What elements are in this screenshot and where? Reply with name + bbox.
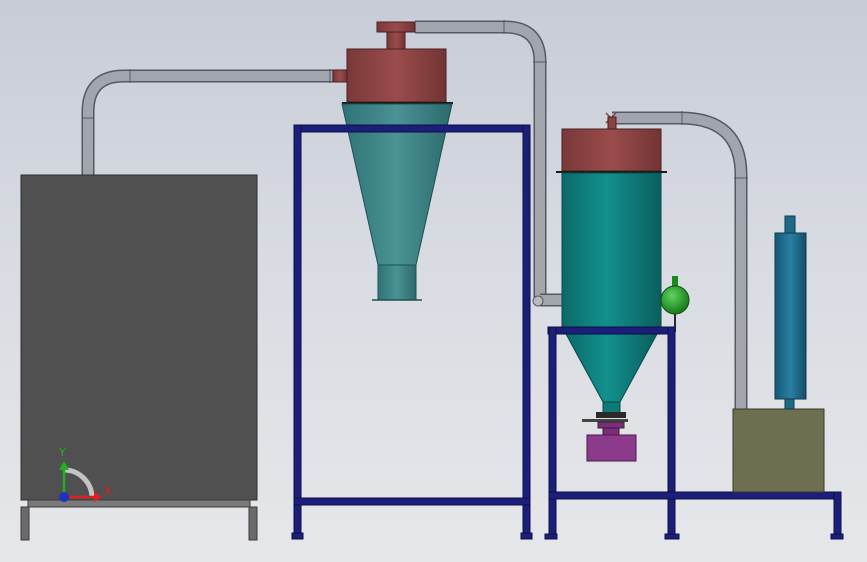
pipe-network xyxy=(81,20,748,410)
hopper-leg-left xyxy=(20,506,30,541)
bag-filter[interactable] xyxy=(556,116,667,415)
hopper-leg-right xyxy=(248,506,258,541)
cyclone-inlet-stub xyxy=(332,69,348,83)
filter-cone xyxy=(565,333,658,403)
silencer-body xyxy=(774,232,807,400)
cyclone-outlet-cap xyxy=(376,21,416,33)
filter-support-frame xyxy=(544,326,844,540)
cyclone-outlet-neck xyxy=(386,31,406,50)
cyclone-lid xyxy=(346,48,447,103)
coordinate-triad-icon: X Y xyxy=(58,446,112,502)
cyclone-support-frame xyxy=(291,124,533,540)
hopper-body xyxy=(20,174,258,501)
ball-valve-icon[interactable] xyxy=(660,276,690,332)
rotary-valve[interactable] xyxy=(582,412,637,462)
silencer-stem xyxy=(784,398,795,410)
axis-label-x: X xyxy=(104,485,112,498)
discharge-box xyxy=(586,434,637,462)
filter-outlet-stub xyxy=(607,116,617,130)
fan-base xyxy=(732,408,825,493)
storage-hopper[interactable] xyxy=(20,174,258,541)
hopper-base-plate xyxy=(27,499,251,508)
silencer-top-stub xyxy=(784,215,796,234)
cyclone-separator[interactable] xyxy=(332,21,453,301)
axis-label-y: Y xyxy=(58,446,66,459)
cyclone-dip-tube xyxy=(377,264,417,301)
filter-body xyxy=(561,172,662,328)
exhaust-fan[interactable] xyxy=(732,215,825,493)
filter-lid xyxy=(561,128,662,172)
